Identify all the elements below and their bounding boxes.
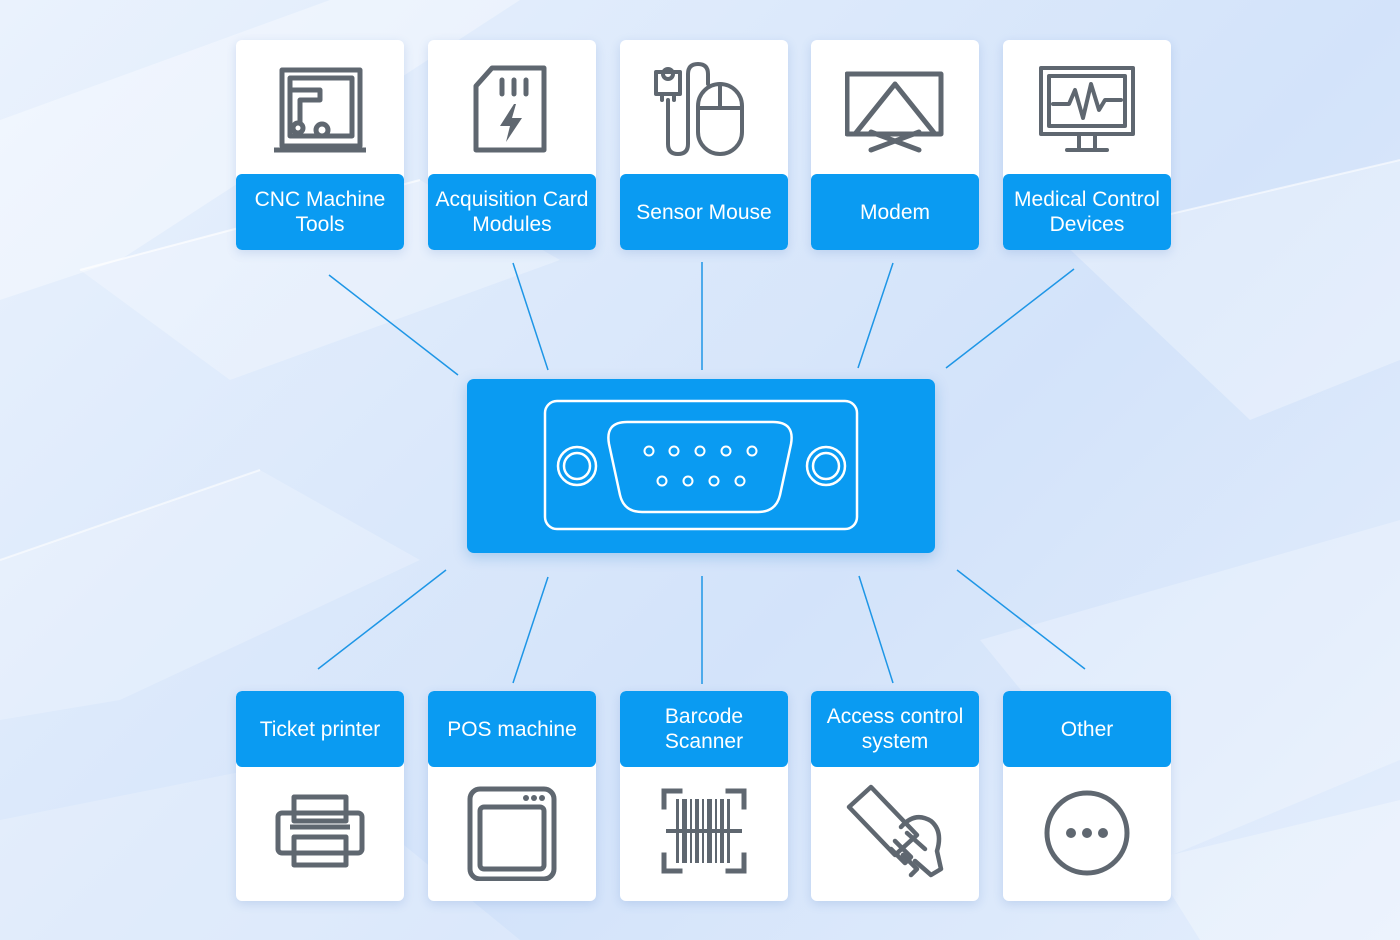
device-card-other: Other: [1003, 691, 1171, 901]
device-card-medical: Medical Control Devices: [1003, 40, 1171, 250]
device-card-pos: POS machine: [428, 691, 596, 901]
device-card-sensor-mouse: Sensor Mouse: [620, 40, 788, 250]
modem-icon: [845, 71, 944, 153]
connector-line: [945, 268, 1075, 369]
connector-line: [858, 575, 894, 684]
device-label: Barcode Scanner: [620, 691, 788, 767]
connector-line: [317, 569, 447, 670]
db9-serial-port-icon: [543, 399, 859, 531]
device-label: POS machine: [428, 691, 596, 767]
pos-machine-icon: [467, 786, 557, 881]
device-card-cnc: CNC Machine Tools: [236, 40, 404, 250]
printer-icon: [275, 794, 365, 868]
serial-port-hub: [467, 379, 935, 553]
cnc-machine-icon: [274, 67, 366, 153]
connector-line: [512, 262, 549, 371]
device-label: Ticket printer: [236, 691, 404, 767]
device-card-access-control: Access control system: [811, 691, 979, 901]
device-card-acquisition: Acquisition Card Modules: [428, 40, 596, 250]
connector-line: [512, 576, 549, 684]
device-label: Modem: [811, 174, 979, 250]
device-card-barcode: Barcode Scanner: [620, 691, 788, 901]
access-card-icon: [846, 784, 944, 878]
device-label: Other: [1003, 691, 1171, 767]
device-label: Sensor Mouse: [620, 174, 788, 250]
device-label: Medical Control Devices: [1003, 174, 1171, 250]
connector-line: [328, 274, 459, 376]
device-label: Acquisition Card Modules: [428, 174, 596, 250]
device-label: CNC Machine Tools: [236, 174, 404, 250]
sd-card-icon: [473, 65, 547, 153]
connector-line: [857, 262, 894, 369]
medical-monitor-icon: [1039, 66, 1135, 152]
sensor-mouse-icon: [654, 62, 744, 156]
barcode-scanner-icon: [661, 788, 747, 874]
more-icon: [1044, 790, 1130, 876]
connector-line: [956, 569, 1086, 670]
device-card-modem: Modem: [811, 40, 979, 250]
device-label: Access control system: [811, 691, 979, 767]
device-card-ticket-printer: Ticket printer: [236, 691, 404, 901]
